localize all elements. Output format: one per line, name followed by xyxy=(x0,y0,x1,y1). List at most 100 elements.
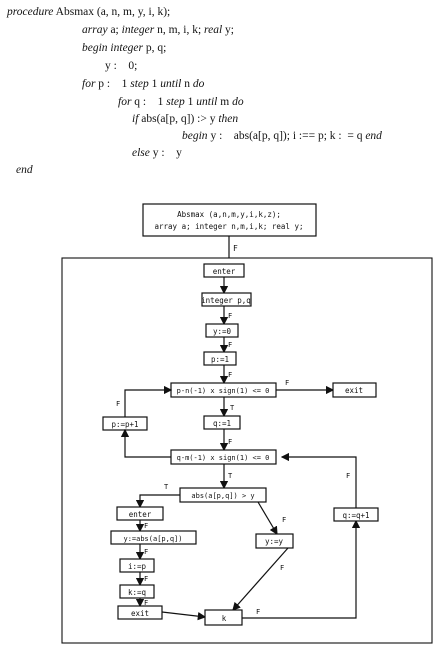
keyword: begin xyxy=(182,130,208,142)
integer-box: integer p,q xyxy=(201,292,252,307)
edge-p-loop-back xyxy=(124,385,173,417)
code-text: y : y xyxy=(149,147,182,159)
code-text: p : 1 xyxy=(95,78,131,90)
procedure-body-frame xyxy=(61,257,433,644)
enter-inner-box: enter xyxy=(116,506,164,521)
edge-label: F xyxy=(228,312,232,320)
node-label: y:=0 xyxy=(213,327,232,336)
code-line-8: begin y : abs(a[p, q]); i :== p; k : = q… xyxy=(182,130,382,142)
node-label: q:=1 xyxy=(213,419,231,428)
node-label: y:=abs(a[p,q]) xyxy=(123,535,182,543)
keyword: end xyxy=(365,130,382,142)
keyword: procedure xyxy=(7,6,54,18)
edge-label: F xyxy=(256,608,260,616)
node-label: enter xyxy=(213,267,236,276)
edge-q-done xyxy=(120,428,171,458)
compare-box: abs(a[p,q]) > y xyxy=(179,487,267,503)
keyword: begin integer xyxy=(82,42,143,54)
edge xyxy=(257,501,278,536)
code-line-4: y : 0; xyxy=(105,60,137,72)
i-p-box: i:=p xyxy=(119,558,155,573)
q-increment-box: q:=q+1 xyxy=(333,507,379,522)
edge xyxy=(232,547,289,611)
edge-label: F xyxy=(144,522,148,530)
node-label: enter xyxy=(129,510,152,519)
header-line-2: array a; integer n,m,i,k; real y; xyxy=(154,222,303,231)
code-line-2: array a; integer n, m, i, k; real y; xyxy=(82,24,234,36)
y-abs-box: y:=abs(a[p,q]) xyxy=(110,530,197,545)
edge-label: F xyxy=(346,472,350,480)
procedure-header-box: Absmax (a,n,m,y,i,k,z); array a; integer… xyxy=(142,203,317,237)
code-text: y; xyxy=(222,24,234,36)
keyword: integer xyxy=(121,24,155,36)
keyword: array xyxy=(82,24,108,36)
k-q-box: k:=q xyxy=(119,584,155,599)
code-text: n xyxy=(181,78,193,90)
keyword: do xyxy=(192,78,205,90)
code-text: y : 0; xyxy=(105,60,138,72)
edge-label: F xyxy=(116,400,120,408)
edge-label: T xyxy=(228,472,233,480)
keyword: if xyxy=(132,113,139,125)
keyword: real xyxy=(204,24,223,36)
p-test-box: p-n(-1) x sign(1) <= 0 xyxy=(170,382,277,398)
q-test-box: q-m(-1) x sign(1) <= 0 xyxy=(170,449,277,465)
edge xyxy=(135,494,180,509)
edge-label: T xyxy=(164,483,169,491)
keyword: step xyxy=(166,96,185,108)
algol-code-listing: procedure Absmax (a, n, m, y, i, k); arr… xyxy=(0,0,446,180)
exit-inner-box: exit xyxy=(117,605,163,620)
code-text: 1 xyxy=(184,96,197,108)
edge-label: T xyxy=(230,404,235,412)
edge-label: F xyxy=(282,516,286,524)
node-label: y:=y xyxy=(265,537,284,546)
edge xyxy=(242,519,361,619)
code-line-5: for p : 1 step 1 until n do xyxy=(82,78,204,90)
keyword: then xyxy=(218,113,239,125)
header-line-1: Absmax (a,n,m,y,i,k,z); xyxy=(177,210,281,219)
keyword: for xyxy=(118,96,132,108)
exit-right-box: exit xyxy=(332,382,377,398)
node-label: q:=q+1 xyxy=(342,511,369,520)
junction-box: k xyxy=(204,609,243,626)
code-line-9: else y : y xyxy=(132,147,182,159)
code-line-7: if abs(a[p, q]) :> y then xyxy=(132,113,238,125)
edge xyxy=(161,611,207,621)
code-line-1: procedure Absmax (a, n, m, y, i, k); xyxy=(7,6,170,18)
y-y-box: y:=y xyxy=(255,533,294,549)
keyword: do xyxy=(232,96,244,108)
code-line-6: for q : 1 step 1 until m do xyxy=(118,96,244,108)
node-label: q-m(-1) x sign(1) <= 0 xyxy=(177,454,270,462)
edge-label: F xyxy=(144,599,148,607)
edge-label: F xyxy=(280,564,284,572)
edge-label: F xyxy=(228,371,232,379)
edge-label: F xyxy=(144,575,148,583)
edge-label: F xyxy=(144,548,148,556)
code-text: Absmax (a, n, m, y, i, k); xyxy=(53,6,171,18)
keyword: else xyxy=(132,147,150,159)
edge-q-loop-back xyxy=(280,452,357,508)
node-label: abs(a[p,q]) > y xyxy=(191,492,254,500)
node-label: exit xyxy=(131,609,149,618)
node-label: integer p,q xyxy=(201,296,251,305)
code-text: p, q; xyxy=(143,42,167,54)
keyword: until xyxy=(196,96,218,108)
code-text: a; xyxy=(107,24,122,36)
keyword: step xyxy=(130,78,149,90)
enter-box: enter xyxy=(203,263,245,278)
q-one-box: q:=1 xyxy=(203,415,241,430)
code-text: n, m, i, k; xyxy=(154,24,205,36)
y-zero-box: y:=0 xyxy=(205,323,239,338)
code-text: m xyxy=(217,96,233,108)
p-one-box: p:=1 xyxy=(203,351,237,366)
edge-label: F xyxy=(228,438,232,446)
code-text: q : 1 xyxy=(131,96,167,108)
node-label: k xyxy=(222,614,227,623)
edge-label: F xyxy=(233,244,238,253)
keyword: for xyxy=(82,78,96,90)
keyword: until xyxy=(160,78,182,90)
node-label: i:=p xyxy=(128,562,147,571)
node-label: exit xyxy=(345,386,363,395)
code-text: 1 xyxy=(148,78,161,90)
